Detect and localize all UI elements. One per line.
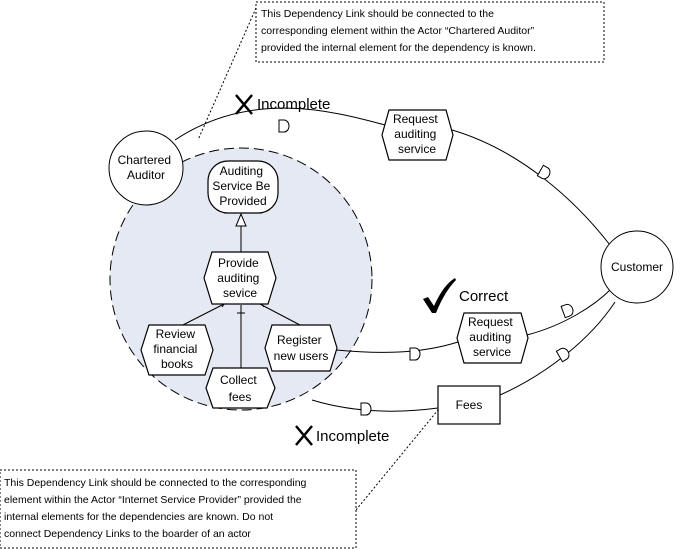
dependency-link-fees-left [311,399,439,412]
task-review-label: Review [156,327,196,341]
note-top-line: This Dependency Link should be connected… [261,8,494,20]
resource-fees [437,385,501,425]
actor-customer-label: Customer [611,260,663,274]
resource-fees-label: Fees [456,398,483,412]
status-incomplete-top: Incomplete [257,96,330,113]
means-end-arrowhead [235,212,247,227]
dependum-top-label: Request [393,112,438,126]
actor-chartered-auditor [108,130,184,206]
svg-text:Collect fees: Collect fees [220,373,260,404]
dependum-mid-label: Request [468,315,513,329]
actor-chartered-auditor-label: Auditor [127,168,165,182]
dependum-top-label: auditing [394,127,436,141]
actor-customer [600,230,674,304]
dependency-marker [536,164,551,180]
svg-text:Auditing Service Be Pr: Auditing Service Be Provided [212,164,273,208]
task-register-new-users [264,324,338,372]
task-provide-label: auditing [217,271,259,285]
note-leader-top [197,7,257,141]
dependency-marker [409,347,421,361]
dependency-marker [278,119,290,133]
note-bottom-line: internal elements for the dependencies a… [4,511,273,523]
task-review-label: books [161,357,193,371]
check-mark-icon [423,278,456,313]
dependency-link-mid-right [526,289,611,336]
svg-text:Review financial books: Review financial books [153,327,200,371]
goal-label: Service Be [212,179,270,193]
decomposition-link [176,302,227,329]
svg-text:Register new users: Register new users [274,333,329,363]
task-review-label: financial [153,342,197,356]
task-provide-label: Provide [218,256,259,270]
dependency-marker [360,402,372,416]
note-bottom-line: This Dependency Link should be connected… [4,477,307,489]
task-register-label: Register [277,333,322,347]
task-provide-label: sevice [223,286,257,300]
task-collect-label: Collect [220,373,257,387]
dependency-marker [560,303,574,319]
note-box-bottom [0,469,357,549]
actor-chartered-auditor-label: Chartered [118,153,171,167]
task-register-label: new users [274,349,329,363]
x-mark-icon [235,94,253,115]
svg-text:Provide auditing sevic: Provide auditing sevice [217,256,262,300]
note-top-line: provided the internal element for the de… [261,42,536,54]
status-incomplete-bottom: Incomplete [316,428,389,445]
note-bottom-line: element within the Actor “Internet Servi… [4,494,302,506]
dependum-top-label: service [398,142,436,156]
svg-text:Request auditing servi: Request auditing service [393,112,441,156]
status-correct: Correct [459,288,509,305]
svg-text:Chartered Auditor: Chartered Auditor [118,153,175,182]
dependum-request-auditing-mid [456,312,529,364]
task-provide-auditing [203,251,277,305]
dependency-link-top [174,107,386,141]
goal-label: Provided [219,194,266,208]
note-top-line: corresponding element within the Actor “… [261,25,535,37]
dependum-mid-label: service [473,345,511,359]
dependency-link-mid [335,341,459,353]
goal-auditing-service [207,160,279,214]
task-collect-fees [205,367,276,409]
task-review-financial-books [140,324,214,376]
decomposition-link [257,302,301,326]
svg-text:This Dependency Link should be: This Dependency Link should be connected… [261,8,537,54]
goal-label: Auditing [220,164,263,178]
task-collect-label: fees [229,390,252,404]
dependency-marker [555,347,570,363]
dependum-request-auditing-top [381,109,454,161]
dependency-link-top-right [451,129,611,246]
note-bottom-line: connect Dependency Links to the boarder … [4,528,251,540]
svg-text:This Dependency Link should be: This Dependency Link should be connected… [4,477,309,540]
svg-text:Request auditing servi: Request auditing service [468,315,516,359]
x-mark-icon [295,425,313,446]
note-leader-bottom [355,409,439,511]
dependum-mid-label: auditing [469,330,511,344]
note-box-top [255,1,605,63]
